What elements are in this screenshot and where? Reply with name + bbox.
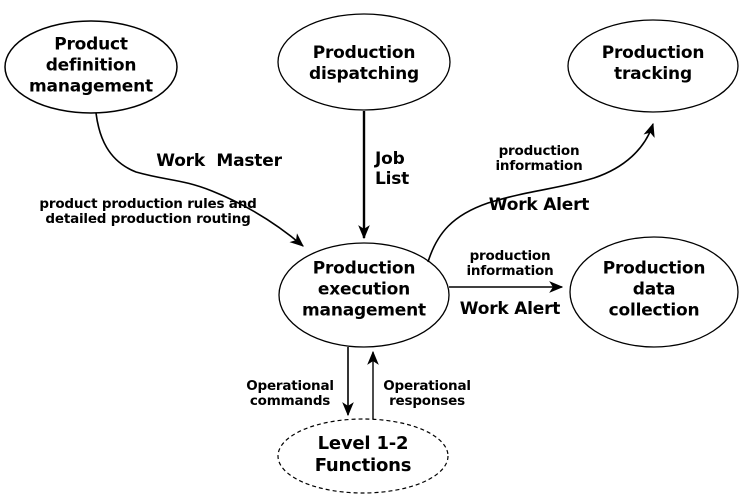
- edge-label-job-list: Job List: [375, 149, 410, 189]
- edge-label-work-master: Work Master: [156, 151, 282, 171]
- node-label-level-1-2-functions: Level 1-2 Functions: [314, 433, 412, 476]
- arrow-production-info-to-tracking: [427, 122, 655, 263]
- edge-label-production-information-tracking: production information: [495, 143, 583, 174]
- node-label-production-data-collection: Production data collection: [602, 258, 706, 321]
- edge-label-work-alert-data-collection: Work Alert: [459, 299, 561, 319]
- ellipse-production-tracking: [567, 19, 739, 113]
- edge-label-operational-commands: Operational commands: [246, 378, 334, 409]
- ellipse-production-execution-management: [278, 242, 450, 348]
- node-label-product-definition-management: Product definition management: [29, 34, 153, 97]
- edge-label-product-rules: product production rules and detailed pr…: [39, 196, 257, 227]
- edge-label-work-alert-tracking: Work Alert: [488, 195, 590, 215]
- edge-label-production-information-data-collection: production information: [466, 248, 554, 279]
- node-label-production-execution-management: Production execution management: [302, 258, 426, 321]
- ellipse-production-dispatching: [277, 13, 451, 111]
- edge-label-operational-responses: Operational responses: [383, 378, 471, 409]
- ellipse-level-1-2-functions: [277, 418, 449, 494]
- node-label-production-tracking: Production tracking: [601, 43, 705, 84]
- arrow-work-master: [95, 112, 304, 247]
- ellipse-product-definition-management: [4, 20, 178, 114]
- ellipse-production-data-collection: [569, 236, 739, 348]
- node-label-production-dispatching: Production dispatching: [309, 43, 419, 84]
